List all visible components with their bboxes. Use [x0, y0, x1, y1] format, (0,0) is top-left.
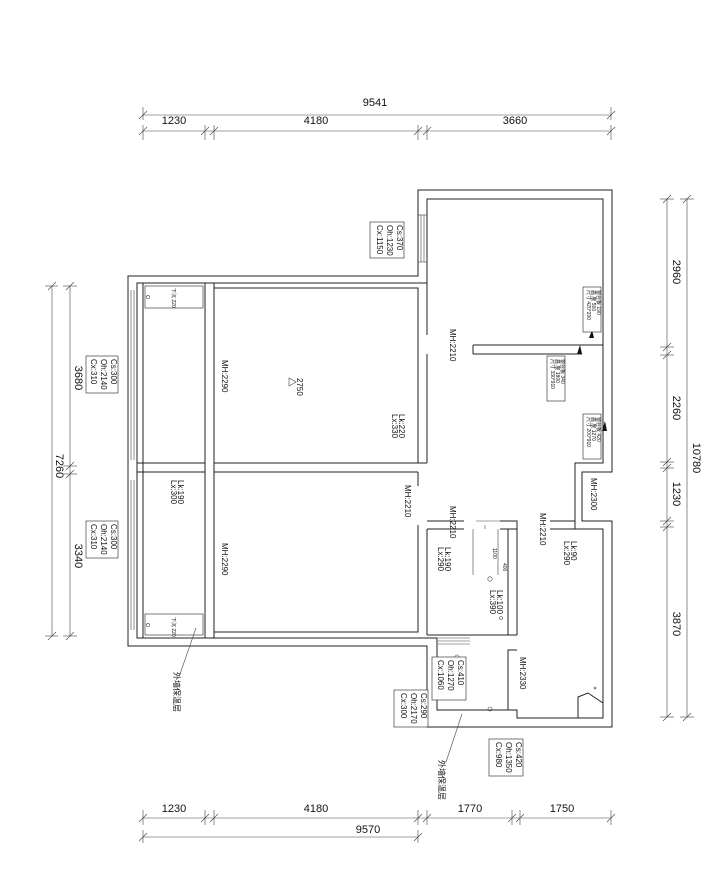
- windows: [130, 214, 500, 645]
- cabinet-note-1-line-2: 高 度 500: [590, 290, 597, 311]
- fixture-circle-upper: [146, 295, 150, 299]
- bottom-segment-1: 1230: [162, 803, 186, 815]
- cabinet-note-3-line-1: 窗台板 420: [595, 417, 602, 442]
- beam-note-5-lk: Lk:90: [569, 541, 578, 561]
- opening-6-cx: Cx:980: [494, 742, 503, 768]
- leader-line-left: [179, 627, 197, 675]
- beam-notes: Lk:220 Lx:330 Lk:190 Lx:300 Lk:190 Lx:29…: [169, 414, 578, 615]
- top-total-dimension: 9541: [363, 97, 387, 109]
- side-mark-lower: 下沉 220: [170, 617, 177, 637]
- wall-height-5: MH:2210: [448, 506, 457, 539]
- walls: [127, 189, 613, 728]
- opening-5-oh: Oh:2170: [409, 693, 418, 724]
- kitchen-corner-fixture: [577, 692, 604, 718]
- opening-4-oh: Oh:1270: [446, 660, 455, 691]
- right-total-dimension: 10780: [690, 443, 702, 474]
- arrow-marker-1: [577, 345, 582, 354]
- opening-boxes: Cs:370 Oh:1230 Cx:1150 Cs:300 Oh:2140 Cx…: [85, 221, 524, 777]
- opening-1-cx: Cx:1150: [375, 225, 384, 255]
- wall-height-7: MH:2300: [589, 478, 598, 511]
- opening-4-cx: Cx:1060: [436, 660, 445, 690]
- right-segment-3: 1230: [670, 482, 682, 506]
- top-segment-2: 4180: [304, 115, 328, 127]
- fixture-note-1100: 1100: [491, 548, 497, 559]
- leader-line-right: [445, 713, 463, 763]
- beam-note-4-lx: Lx:390: [488, 590, 497, 615]
- top-segment-1: 1230: [162, 115, 186, 127]
- beam-note-1-lk: Lk:220: [397, 414, 406, 439]
- right-segment-2: 2260: [670, 396, 682, 420]
- bottom-dimension-chain: 1230 4180 1770 1750 9570: [138, 803, 616, 843]
- wall-height-8: MH:2330: [518, 657, 527, 690]
- level-mark-triangle: [288, 377, 297, 387]
- drain-circle-4: [499, 616, 503, 620]
- bottom-total-dimension: 9570: [356, 824, 380, 836]
- floor-drop-box-lower: [144, 613, 204, 636]
- opening-4-cs: Cs:410: [456, 660, 465, 686]
- drain-circle-2: [487, 706, 493, 712]
- top-dimension-chain: 9541 1230 4180 3660: [138, 97, 616, 140]
- fixture-note-400: 400: [501, 563, 507, 572]
- level-mark: 2750: [295, 378, 304, 396]
- opening-6-oh: Oh:1350: [504, 742, 513, 773]
- opening-3-cx: Cx:310: [89, 524, 98, 550]
- beam-note-4-lk: Lk:100: [495, 590, 504, 615]
- small-notes: 1100 400 下沉 220 下沉 220: [170, 288, 507, 637]
- opening-5-cs: Cs:290: [419, 693, 428, 719]
- fixtures: [144, 285, 607, 718]
- beam-note-1-lx: Lx:330: [390, 414, 399, 439]
- drain-circle-1: [487, 576, 493, 582]
- opening-1-cs: Cs:370: [395, 225, 404, 251]
- beam-note-3-lk: Lk:190: [443, 547, 452, 572]
- cabinet-notes: 窗台板 190 高 度 500 尺寸 420*200 窗台板 340 高 度 1…: [546, 286, 602, 460]
- left-dimension-chain: 7260 3680 3340: [45, 281, 84, 641]
- floor-drop-box-upper: [144, 285, 204, 309]
- opening-1-oh: Oh:1230: [385, 225, 394, 256]
- beam-note-2-lx: Lx:300: [169, 480, 178, 505]
- cabinet-note-3-line-3: 尺寸 200*910: [585, 417, 592, 447]
- side-mark-upper: 下沉 220: [170, 288, 177, 308]
- room-labels: MH:2290 MH:2290 MH:2210 MH:2210 MH:2210 …: [220, 329, 598, 690]
- opening-3-cs: Cs:300: [109, 524, 118, 550]
- fixture-circle-lower: [146, 623, 150, 627]
- leader-text-left: 外墙保温层: [172, 672, 182, 712]
- cabinet-note-2-line-3: 尺寸 330*910: [549, 359, 556, 389]
- arrow-marker-3: [589, 330, 594, 338]
- right-segment-1: 2960: [670, 260, 682, 284]
- beam-note-5-lx: Lx:290: [562, 541, 571, 566]
- right-dimension-chain: 2960 2260 1230 3870 10780: [660, 194, 702, 722]
- wall-height-3: MH:2210: [448, 329, 457, 362]
- bottom-segment-2: 4180: [304, 803, 328, 815]
- beam-note-3-lx: Lx:290: [436, 547, 445, 572]
- wall-height-6: MH:2210: [538, 513, 547, 546]
- wall-height-2: MH:2290: [220, 543, 229, 576]
- wall-height-4: MH:2210: [403, 485, 412, 518]
- opening-2-cs: Cs:300: [109, 359, 118, 385]
- arrow-marker-2: [602, 421, 607, 431]
- leader-notes: 外墙保温层 外墙保温层: [172, 627, 463, 800]
- opening-2-oh: Oh:2140: [99, 359, 108, 390]
- opening-3-oh: Oh:2140: [99, 524, 108, 555]
- bottom-segment-3: 1770: [458, 803, 482, 815]
- opening-5-cx: Cx:300: [399, 693, 408, 719]
- leader-text-right: 外墙保温层: [437, 760, 447, 800]
- opening-6-cs: Cs:420: [514, 742, 523, 768]
- opening-2-cx: Cx:310: [89, 359, 98, 385]
- left-segment-1: 3680: [72, 366, 84, 390]
- left-segment-2: 3340: [72, 544, 84, 568]
- top-segment-3: 3660: [503, 115, 527, 127]
- cabinet-note-2-line-2: 高 度 1800: [554, 359, 561, 383]
- cabinet-note-3-line-2: 高 度 1270: [590, 417, 597, 441]
- left-total-dimension: 7260: [53, 454, 65, 478]
- wall-height-1: MH:2290: [220, 360, 229, 393]
- bottom-segment-4: 1750: [550, 803, 574, 815]
- cabinet-note-1-line-3: 尺寸 420*200: [585, 290, 592, 320]
- cabinet-note-2-line-1: 窗台板 340: [559, 359, 566, 384]
- right-segment-4: 3870: [670, 612, 682, 636]
- beam-note-2-lk: Lk:190: [176, 480, 185, 505]
- cabinet-note-1-line-1: 窗台板 190: [595, 290, 602, 315]
